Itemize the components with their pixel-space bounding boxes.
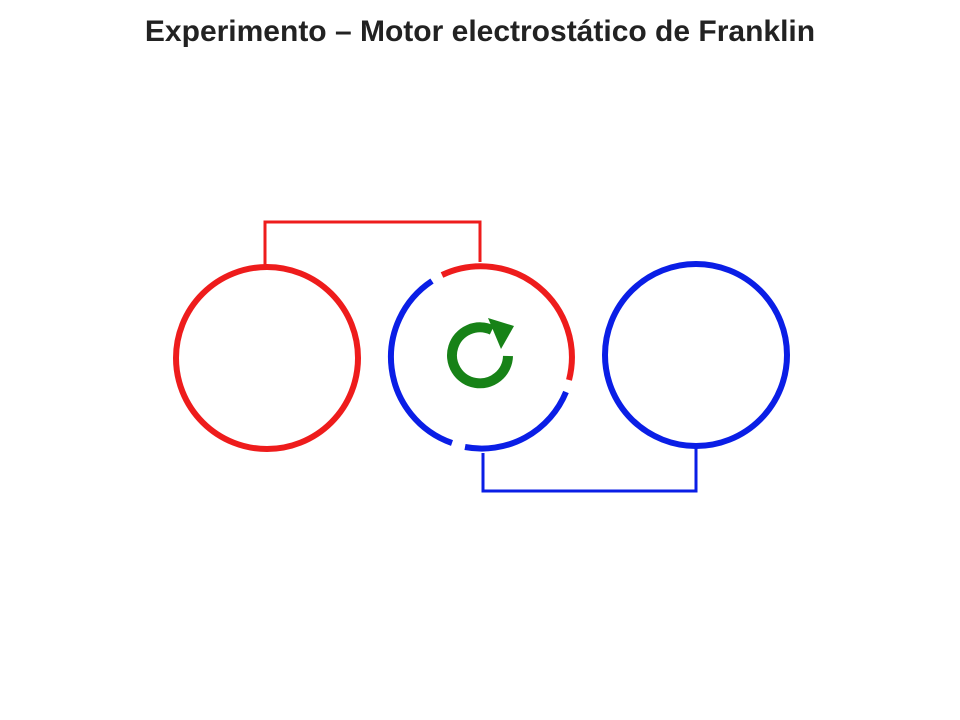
left-sphere [173,264,361,452]
bottom-wire [481,446,698,493]
right-sphere [602,261,790,449]
top-wire [263,220,482,265]
rotor-blue-segment-lower [464,390,569,452]
clockwise-arrow-icon [447,318,514,389]
rotor-blue-segment-upper [388,278,453,446]
slide-title: Experimento – Motor electrostático de Fr… [144,15,816,48]
rotor-red-segment [440,263,575,381]
